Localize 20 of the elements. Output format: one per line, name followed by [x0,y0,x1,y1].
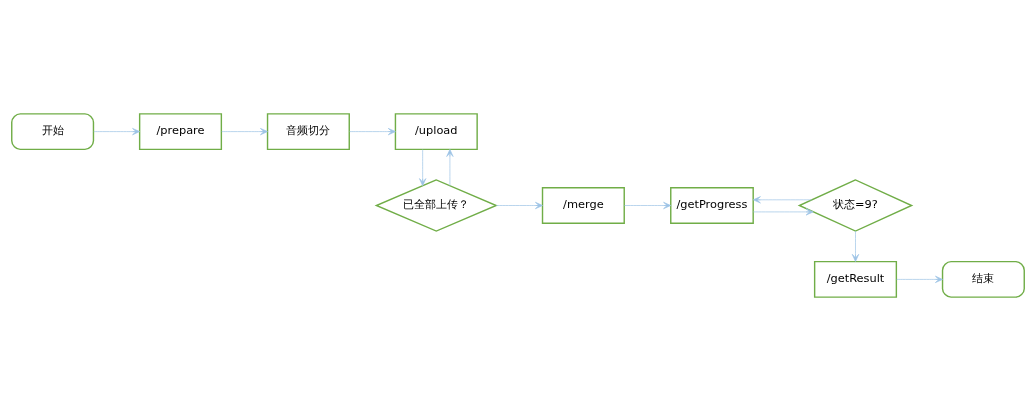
node-box: /prepare [138,113,223,151]
arrow [419,149,427,187]
node-box: /merge [541,187,625,224]
arrow [624,201,671,210]
arrow [221,128,268,136]
node-box: /getResult [813,260,898,298]
arrow [752,208,814,216]
node-box: 开始 [11,113,95,151]
arrow [896,275,943,283]
arrow [446,149,454,187]
arrow [349,128,396,136]
node-box: /upload [394,113,478,151]
arrow [851,230,860,262]
node-diamond: 状态=9? [797,179,914,232]
node-box: 音频切分 [266,113,350,151]
arrow [93,128,140,136]
arrow [753,196,812,204]
node-box: /getProgress [670,187,754,224]
node-box: 结束 [941,260,1025,298]
arrow [495,201,543,210]
